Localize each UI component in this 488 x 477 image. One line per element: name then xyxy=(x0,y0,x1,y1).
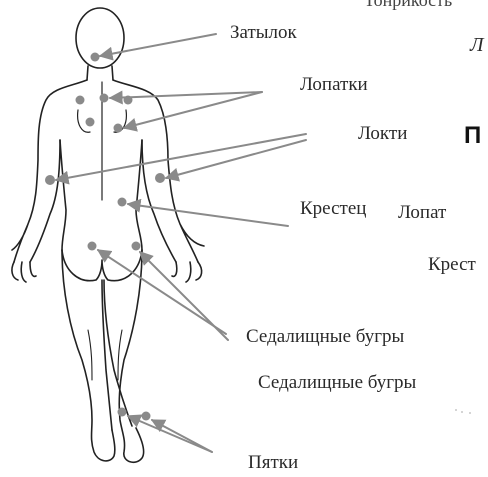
noise-dot-2 xyxy=(461,411,463,413)
marker-elbow-right xyxy=(155,173,165,183)
right-torso xyxy=(136,140,142,250)
label-top-cut: Тонрикость xyxy=(364,0,452,11)
label-shoulder-blades: Лопатки xyxy=(300,74,368,96)
marker-occiput xyxy=(91,53,100,62)
arrow-sacrum xyxy=(128,204,288,226)
marker-heel-right xyxy=(142,412,151,421)
noise-dot-1 xyxy=(455,409,457,411)
label-right-fragment-5: Седалищные бугры xyxy=(258,372,416,394)
noise-dots xyxy=(455,409,471,414)
arrow-heel-2 xyxy=(152,420,212,452)
marker-heel-left xyxy=(118,408,127,417)
marker-sacrum xyxy=(118,198,127,207)
noise-dot-3 xyxy=(469,412,471,414)
body-outline xyxy=(12,8,204,462)
marker-elbow-left xyxy=(45,175,55,185)
arrow-occiput xyxy=(100,34,216,56)
label-right-fragment-1: Л xyxy=(470,34,484,57)
marker-ischial-right xyxy=(132,242,141,251)
right-hand xyxy=(172,262,202,282)
arrow-elbow-2 xyxy=(166,140,306,178)
marker-scapula-right xyxy=(114,124,123,133)
label-ischial: Седалищные бугры xyxy=(246,326,404,348)
label-right-fragment-3: Лопат xyxy=(398,202,446,224)
left-leg-outer xyxy=(62,250,115,461)
marker-shoulder-center xyxy=(100,94,109,103)
label-elbows: Локти xyxy=(358,123,407,145)
right-leg-inner xyxy=(104,280,132,426)
label-occiput: Затылок xyxy=(230,22,297,44)
arrow-ischial-2 xyxy=(140,252,228,340)
calf-left xyxy=(88,330,92,380)
left-hand xyxy=(12,262,36,282)
left-side-outline xyxy=(12,80,87,262)
label-heels: Пятки xyxy=(248,452,298,474)
arrow-heel-1 xyxy=(128,416,212,452)
marker-shoulder-left xyxy=(76,96,85,105)
marker-ischial-left xyxy=(88,242,97,251)
label-right-fragment-2: П xyxy=(464,122,481,150)
label-right-fragment-4: Крест xyxy=(428,254,476,276)
label-sacrum: Крестец xyxy=(300,198,366,220)
marker-scapula-left xyxy=(86,118,95,127)
head-outline xyxy=(76,8,124,68)
left-torso xyxy=(60,140,66,250)
right-leg-outer xyxy=(119,250,143,462)
arrow-ischial-1 xyxy=(98,250,226,334)
hips-outline xyxy=(62,250,142,281)
